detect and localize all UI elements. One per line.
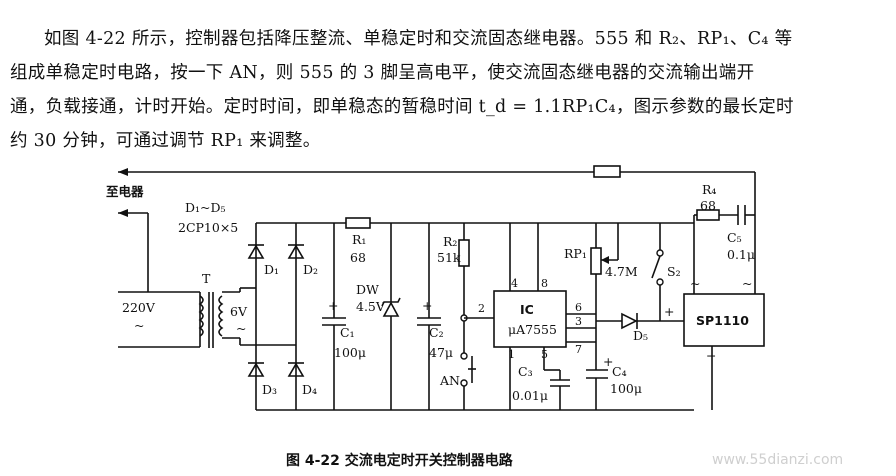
ic-label: IC [520,302,534,317]
description-paragraph: 如图 4-22 所示，控制器包括降压整流、单稳定时和交流固态继电器。555 和 … [10,22,888,158]
c2-plus: + [422,298,432,313]
r1-label: R₁ [352,232,366,247]
switch-s2[interactable] [651,223,664,321]
c4-plus: + [603,354,613,369]
ic-pin-3: 3 [575,315,582,328]
c1-plus: + [328,298,338,313]
r4-label: R₄ [702,182,716,197]
c2-label: C₂ [429,325,444,340]
diode-d4 [287,362,305,377]
rp1-label: RP₁ [564,246,587,261]
capacitor-c1 [322,223,346,410]
rp1-value: 4.7M [605,264,638,279]
diode-d1 [247,244,265,259]
watermark: www.55dianzi.com [712,452,844,468]
r2-value: 51k [437,250,461,265]
bridge-wiring [239,222,694,411]
transformer-label: T [202,271,211,286]
r4-value: 68 [700,198,716,213]
diode-bridge-label: D₁~D₅ [185,200,226,215]
ic-pin-4: 4 [511,277,518,290]
resistor-r2 [458,223,470,354]
diode-d1-label: D₁ [264,262,279,277]
switch-an[interactable] [460,314,476,410]
ic-part: μA7555 [508,322,557,337]
ssr-ac-left: ~ [690,276,700,291]
paragraph-line-4: 约 30 分钟，可通过调节 RP₁ 来调整。 [10,131,321,151]
c1-value: 100μ [334,345,366,360]
zener-value: 4.5V [356,299,386,314]
solid-state-relay [683,293,765,410]
appliance-arrow [118,209,149,292]
diode-d3-label: D₃ [262,382,277,397]
ssr-plus-label: + [664,304,674,319]
c4-label: C₄ [612,364,627,379]
ic-pin-8: 8 [541,277,548,290]
output-feedback-line [118,165,756,294]
diode-d3 [247,362,265,377]
ic-pin-5: 5 [541,348,548,361]
diode-d5-label: D₅ [633,328,648,343]
c3-label: C₃ [518,364,533,379]
capacitor-c4 [586,369,608,410]
ic-pin-2: 2 [478,302,485,315]
ssr-ac-right: ~ [742,276,752,291]
capacitor-c5 [737,205,755,225]
to-appliance-label: 至电器 [106,184,144,199]
ic-pin-1: 1 [508,348,515,361]
ic-555 [464,223,596,410]
r2-label: R₂ [443,234,457,249]
secondary-ac-symbol: ~ [236,321,246,336]
zener-label: DW [356,282,379,297]
capacitor-c2 [417,223,441,410]
c2-value: 47μ [429,345,453,360]
paragraph-line-2: 组成单稳定时电路，按一下 AN，则 555 的 3 脚呈高电平，使交流固态继电器… [10,63,755,83]
secondary-voltage-label: 6V [230,304,248,319]
diode-d2-label: D₂ [303,262,318,277]
resistor-r4 [693,209,738,294]
potentiometer-rp1[interactable] [590,223,619,370]
r1-value: 68 [350,250,366,265]
resistor-r1 [345,217,371,229]
input-ac-symbol: ~ [134,318,144,333]
transformer [198,291,240,348]
switch-s2-label: S₂ [667,264,681,279]
c5-label: C₅ [727,230,742,245]
figure-caption: 图 4-22 交流电定时开关控制器电路 [286,453,513,469]
capacitor-c3 [544,369,570,410]
input-voltage-label: 220V [122,300,156,315]
c3-value: 0.01μ [512,388,548,403]
c1-label: C₁ [340,325,355,340]
diode-d2 [287,244,305,259]
ssr-label: SP1110 [696,313,749,328]
ic-pin-7: 7 [575,343,582,356]
c4-value: 100μ [610,381,642,396]
ssr-minus-label: − [706,348,716,363]
paragraph-line-1: 如图 4-22 所示，控制器包括降压整流、单稳定时和交流固态继电器。555 和 … [44,29,793,49]
diode-part-label: 2CP10×5 [178,220,238,235]
switch-an-label: AN [439,373,460,388]
c5-value: 0.1μ [727,247,755,262]
paragraph-line-3: 通，负载接通，计时开始。定时时间，即单稳态的暂稳时间 t_d = 1.1RP₁C… [10,97,794,117]
ic-pin-6: 6 [575,301,582,314]
diode-d4-label: D₄ [302,382,317,397]
zener-dw [381,223,401,410]
